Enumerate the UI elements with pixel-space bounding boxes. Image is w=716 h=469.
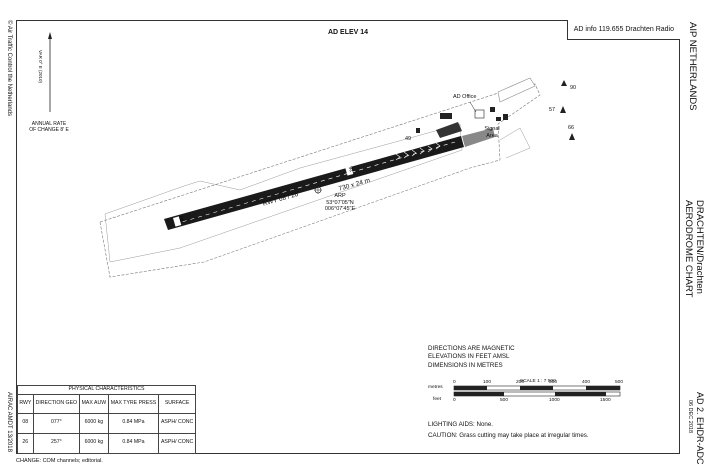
table-header: SURFACE xyxy=(158,393,196,414)
obstacle-49: 49 xyxy=(405,136,412,142)
signal-area-label: Signal Area xyxy=(484,126,500,139)
ad-office-label: AD Office xyxy=(453,94,477,100)
scale-tick: 1000 xyxy=(549,398,560,403)
signal-area-box xyxy=(474,109,485,119)
scale-tick: 400 xyxy=(582,380,591,385)
scale-tick: 500 xyxy=(615,380,624,385)
runway-chevrons xyxy=(395,142,441,161)
aerodrome-elevation: AD ELEV 14 xyxy=(328,29,369,36)
scale-metres-label: metres xyxy=(428,385,443,390)
runway-extension xyxy=(462,128,495,147)
table-row: 26 257° 6000 kg 0.84 MPa ASPH/ CONC xyxy=(17,432,196,454)
scale-tick: 0 xyxy=(453,380,456,385)
physical-characteristics-table: PHYSICAL CHARACTERISTICS RWY DIRECTION G… xyxy=(17,385,196,454)
table-header: MAX TYRE PRESS xyxy=(107,393,160,414)
obstacle-66: 66 xyxy=(568,125,575,131)
magnetic-variation: VAR 0° E (2010) xyxy=(38,50,43,83)
runway-strip xyxy=(104,123,463,263)
scale-tick: 100 xyxy=(483,380,492,385)
chart-frame xyxy=(16,20,680,454)
scale-tick: 1500 xyxy=(600,398,611,403)
obstacle-90: 90 xyxy=(570,85,577,91)
ad-office-building xyxy=(440,113,452,119)
obstacle-57: 57 xyxy=(549,107,556,113)
scale-tick: 500 xyxy=(500,398,509,403)
obstacle-symbols xyxy=(560,80,575,140)
table-row: 08 077° 6000 kg 0.84 MPa ASPH/ CONC xyxy=(17,412,196,434)
access-road xyxy=(497,77,536,103)
chart-notes: DIRECTIONS ARE MAGNETIC ELEVATIONS IN FE… xyxy=(428,345,515,369)
apron xyxy=(436,122,462,138)
ad-info-box: AD info 119.655 Drachten Radio xyxy=(566,20,680,40)
aerodrome-boundary xyxy=(99,83,541,278)
threshold-08 xyxy=(173,216,182,227)
annual-rate: ANNUAL RATE OF CHANGE 8' E xyxy=(29,121,69,133)
runway-end-08: 08 xyxy=(177,215,185,223)
scale-tick: 0 xyxy=(453,398,456,403)
scale-tick: 200 xyxy=(516,380,525,385)
table-header: DIRECTION GEO xyxy=(32,393,81,414)
scale-feet-label: feet xyxy=(433,397,442,402)
scale-tick: 300 xyxy=(549,380,558,385)
lighting-caution-notes: LIGHTING AIDS: None. CAUTION: Grass cutt… xyxy=(428,419,589,441)
table-header: RWY xyxy=(17,393,34,414)
table-title: PHYSICAL CHARACTERISTICS xyxy=(17,385,196,395)
north-arrow-head xyxy=(48,32,52,39)
scale-title: SCALE 1 : 7 500 xyxy=(520,379,556,384)
caution-note: CAUTION: Grass cutting may take place at… xyxy=(428,432,589,439)
threshold-26 xyxy=(345,165,354,176)
arp-info: ARP 53°07'05"N 006°07'45"E xyxy=(324,193,356,212)
change-note: CHANGE: COM channels; editorial. xyxy=(16,458,103,464)
lighting-aids: LIGHTING AIDS: None. xyxy=(428,421,493,428)
table-header: MAX AUW xyxy=(79,393,109,414)
